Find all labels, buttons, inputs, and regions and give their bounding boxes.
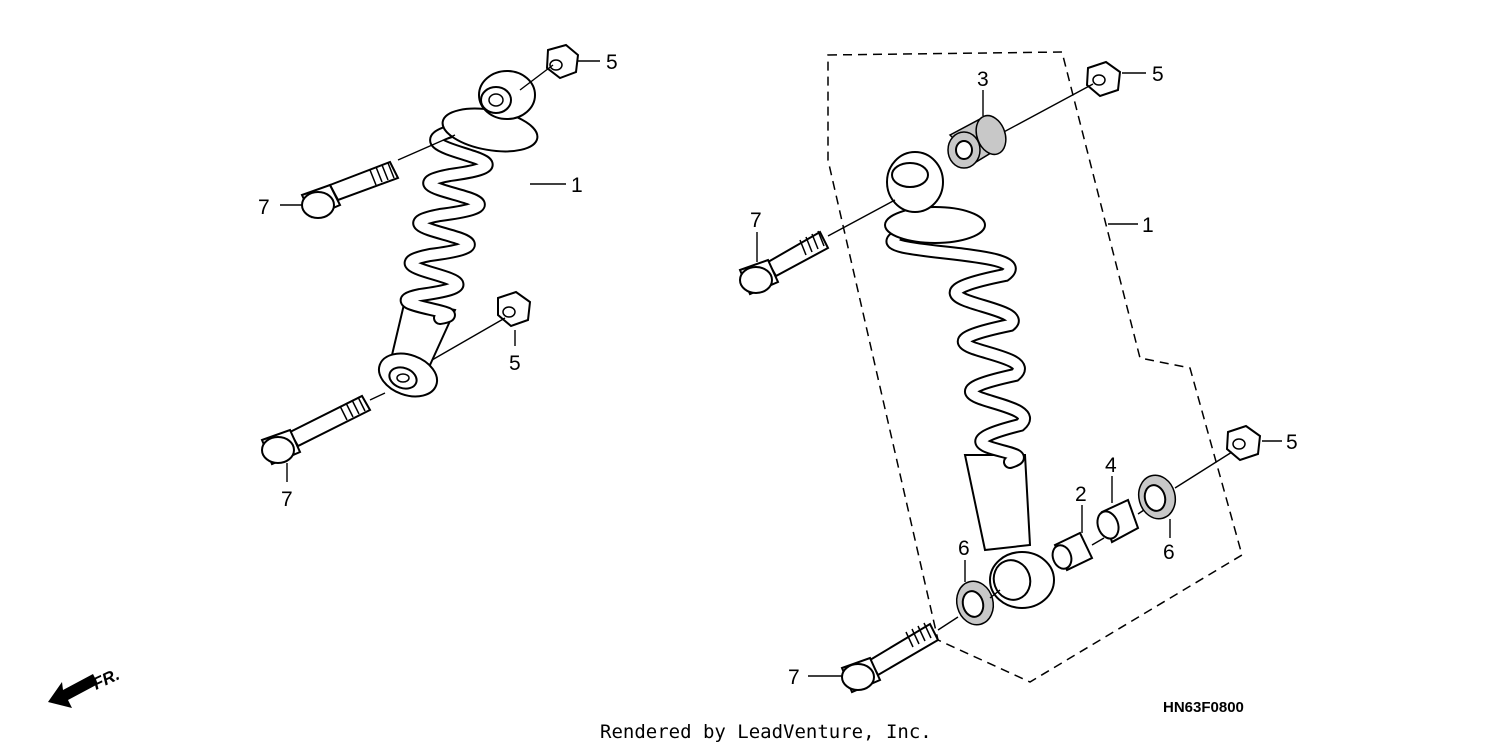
upper-rubber-bushing[interactable] — [947, 111, 1011, 169]
callout-4: 4 — [1105, 454, 1117, 477]
callout-7-right-lower: 7 — [788, 666, 800, 689]
render-credit: Rendered by LeadVenture, Inc. — [600, 721, 932, 743]
left-dust-seal[interactable] — [952, 577, 998, 629]
right-coil-spring — [885, 231, 1031, 469]
callout-7-left-upper: 7 — [258, 196, 270, 219]
callout-6-left: 6 — [958, 537, 970, 560]
left-upper-bolt[interactable] — [300, 160, 400, 219]
callout-2: 2 — [1075, 483, 1087, 506]
callout-1-right: 1 — [1142, 214, 1154, 237]
callout-3: 3 — [977, 68, 989, 91]
drawing-code: HN63F0800 — [1163, 699, 1244, 716]
right-shock-absorber[interactable] — [884, 151, 1055, 609]
left-top-flange-nut[interactable] — [545, 43, 580, 80]
callout-6-right: 6 — [1163, 541, 1175, 564]
left-lower-bolt[interactable] — [260, 394, 372, 466]
callout-5-right-top: 5 — [1152, 63, 1164, 86]
right-lower-flange-nut[interactable] — [1225, 424, 1262, 462]
front-arrow-icon — [48, 674, 98, 708]
inner-collar[interactable] — [1094, 498, 1140, 544]
right-dust-seal[interactable] — [1134, 471, 1180, 523]
callout-7-left-lower: 7 — [281, 488, 293, 511]
left-lower-flange-nut[interactable] — [497, 290, 532, 328]
right-top-flange-nut[interactable] — [1085, 60, 1122, 98]
callout-1-left: 1 — [571, 174, 583, 197]
front-label: FR. — [90, 665, 123, 694]
callout-7-right-upper: 7 — [750, 209, 762, 232]
left-shock-absorber[interactable] — [373, 70, 541, 404]
right-upper-bolt[interactable] — [738, 230, 830, 296]
callout-5-left-lower: 5 — [509, 352, 521, 375]
assembly-boundary — [827, 51, 1243, 683]
callout-5-left-top: 5 — [606, 51, 618, 74]
front-direction-indicator: FR. — [48, 665, 123, 708]
outer-collar[interactable] — [1049, 531, 1094, 572]
callout-5-right-lower: 5 — [1286, 431, 1298, 454]
left-coil-spring — [399, 123, 494, 325]
right-lower-bolt[interactable] — [840, 622, 940, 694]
